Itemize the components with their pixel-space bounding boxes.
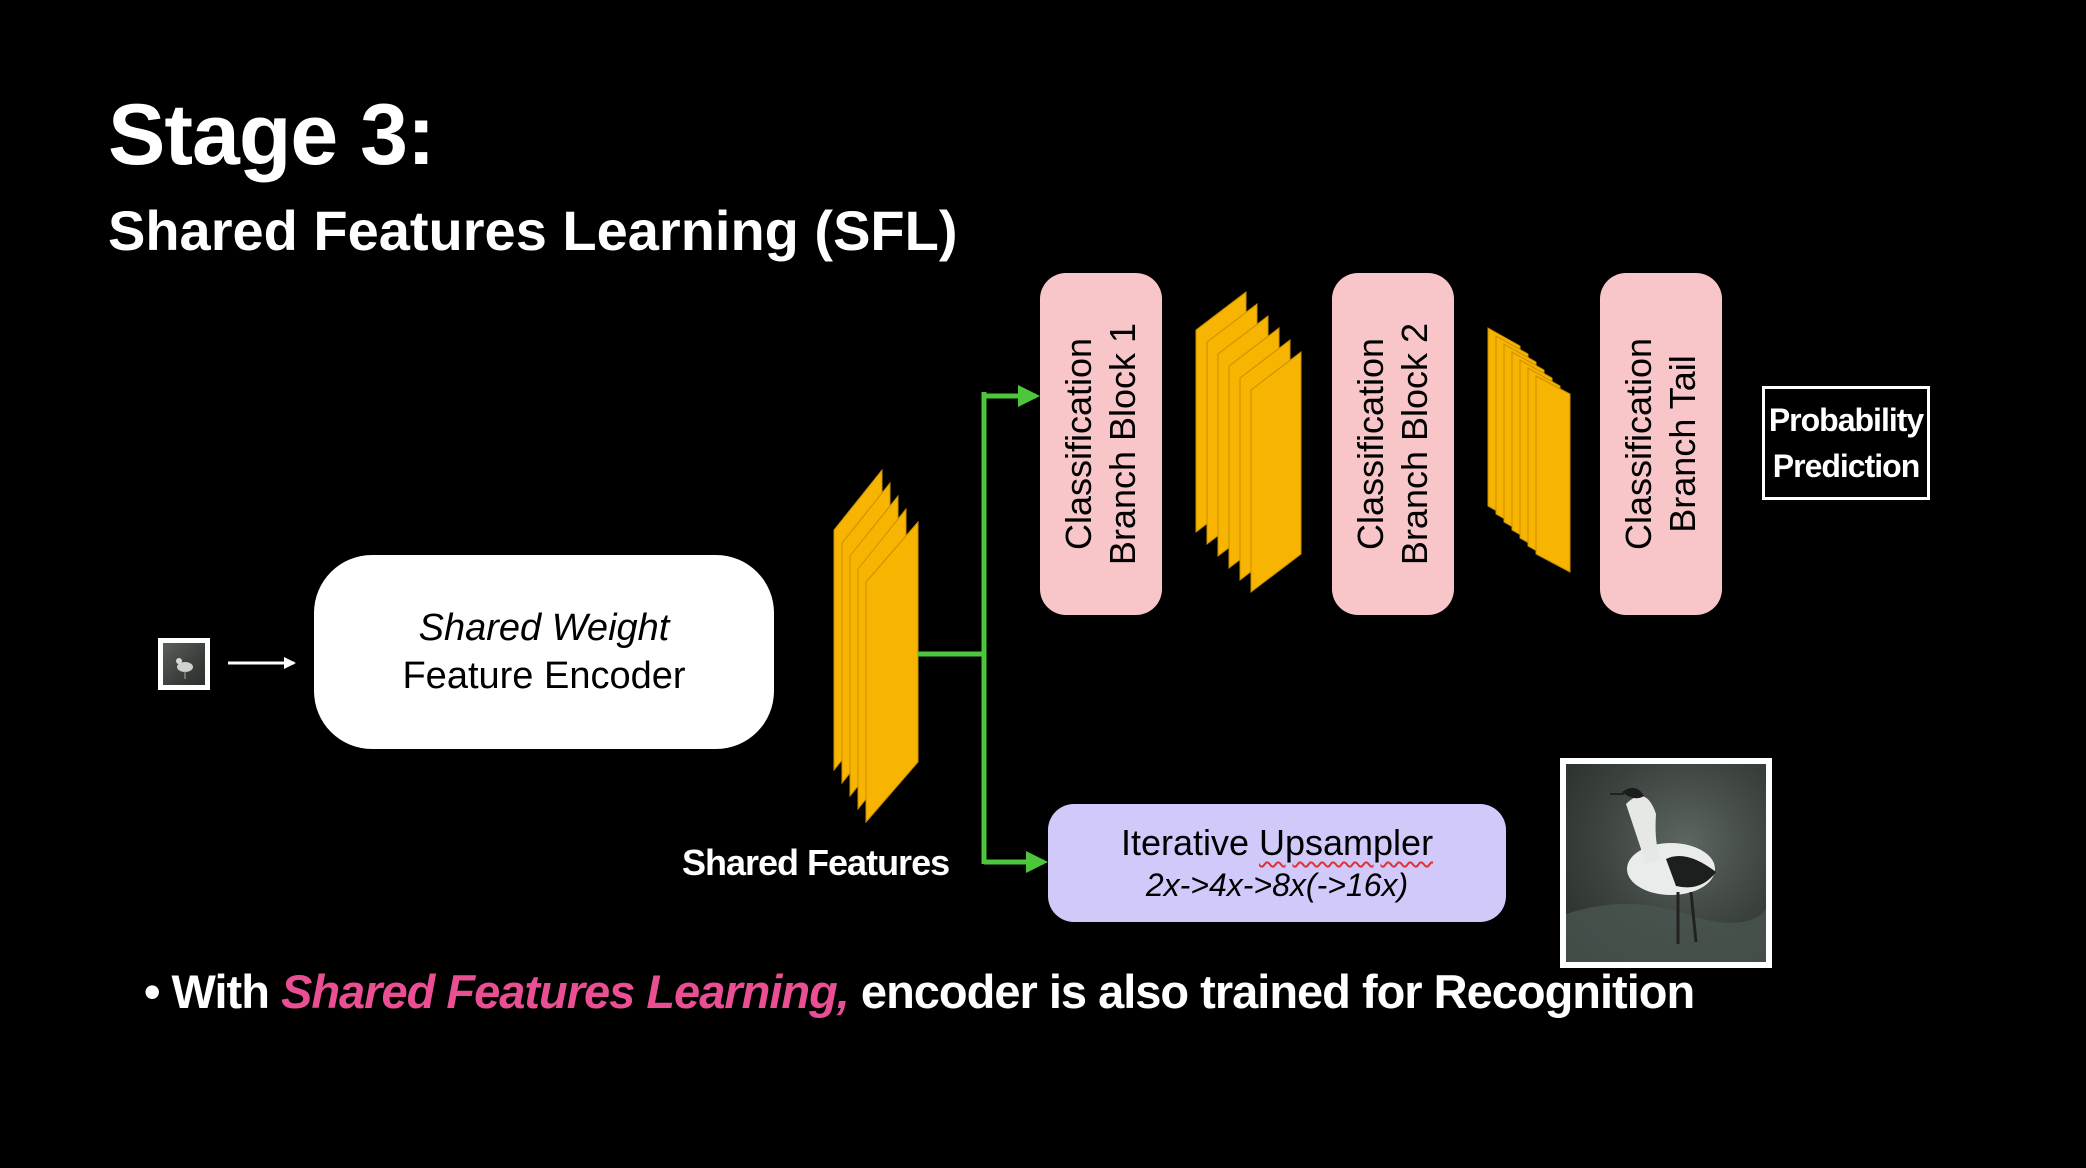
- bullet-dot-icon: •: [144, 965, 161, 1018]
- green-connectors: [918, 385, 1048, 873]
- classification-branch-block-1: Classification Branch Block 1: [1040, 273, 1162, 615]
- slide-title: Stage 3:: [108, 87, 436, 183]
- block2-feature-stack: [1487, 327, 1571, 573]
- reconstructed-bird-image: [1560, 758, 1772, 968]
- block1-feature-stack: [1195, 290, 1302, 594]
- bird-icon: [176, 658, 193, 679]
- shared-weight-feature-encoder: Shared Weight Feature Encoder: [314, 555, 774, 749]
- block2-line1: Classification: [1350, 337, 1391, 551]
- bullet-emphasis: Shared Features Learning,: [280, 965, 850, 1018]
- shared-features-label: Shared Features: [682, 842, 950, 883]
- classification-branch-tail: Classification Branch Tail: [1600, 273, 1722, 615]
- block1-line1: Classification: [1058, 337, 1099, 551]
- shared-features-stack: [833, 468, 919, 824]
- block1-line2: Branch Block 1: [1102, 322, 1143, 566]
- probability-prediction-box: Probability Prediction: [1762, 386, 1930, 500]
- bird-image-icon: [1566, 787, 1766, 962]
- iterative-upsampler-box: Iterative Upsampler 2x->4x->8x(->16x): [1048, 804, 1506, 922]
- encoder-line2: Feature Encoder: [402, 655, 686, 697]
- bullet-suffix: encoder is also trained for Recognition: [848, 965, 1695, 1018]
- upsampler-subtitle: 2x->4x->8x(->16x): [1145, 867, 1409, 903]
- upsampler-title-underlined: Upsampler: [1259, 822, 1434, 863]
- probability-line2: Prediction: [1772, 448, 1920, 484]
- input-image-thumbnail: [158, 638, 210, 690]
- bullet-prefix: With: [171, 965, 281, 1018]
- encoder-line1: Shared Weight: [418, 607, 670, 649]
- upsampler-title-prefix: Iterative: [1120, 822, 1259, 863]
- classification-branch-block-2: Classification Branch Block 2: [1332, 273, 1454, 615]
- probability-line1: Probability: [1768, 402, 1924, 438]
- bullet-point: • With Shared Features Learning, encoder…: [144, 964, 1695, 1019]
- upsampler-title: Iterative Upsampler: [1121, 821, 1433, 865]
- block2-line2: Branch Block 2: [1394, 322, 1435, 566]
- tail-line2: Branch Tail: [1662, 355, 1703, 533]
- tail-line1: Classification: [1618, 337, 1659, 551]
- slide-subtitle: Shared Features Learning (SFL): [108, 199, 958, 262]
